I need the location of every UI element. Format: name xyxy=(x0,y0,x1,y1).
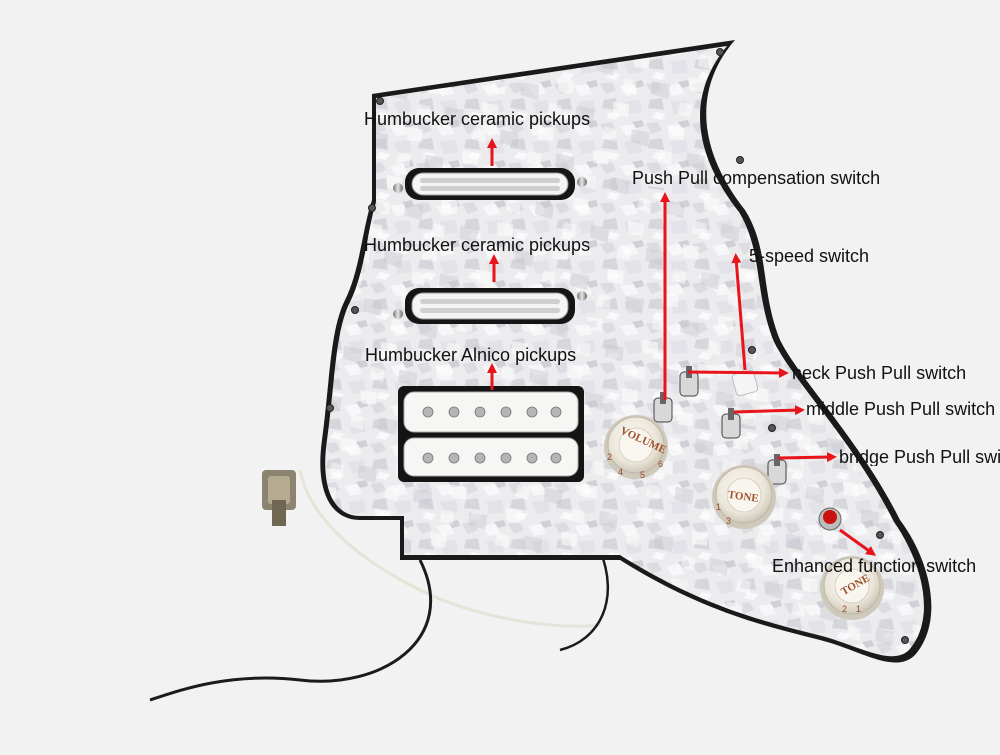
label-neck-pickup: Humbucker ceramic pickups xyxy=(364,109,591,129)
svg-text:6: 6 xyxy=(658,459,663,469)
svg-text:2: 2 xyxy=(607,452,612,462)
middle-humbucker-pickup xyxy=(393,288,587,324)
volume-knob: VOLUME 2 4 5 6 xyxy=(604,415,668,480)
svg-text:2: 2 xyxy=(842,604,847,614)
white-wire xyxy=(298,469,601,628)
label-bridge-pickup-prefix: Humbucker xyxy=(365,345,462,365)
bridge-toggle xyxy=(767,454,787,485)
mounting-screws xyxy=(326,48,909,644)
svg-text:TONE: TONE xyxy=(727,489,759,505)
svg-text:1: 1 xyxy=(856,604,861,614)
label-bridge-pickup-bold: Alnico pickups xyxy=(461,345,577,365)
tone-knob: TONE 1 3 xyxy=(712,465,776,529)
push-pull-toggles xyxy=(653,366,787,485)
label-compensation-switch: Push Pull compensation switch xyxy=(632,168,881,188)
arrow-five-speed-switch xyxy=(731,253,747,371)
label-bridge-push-pull-clip: bridge Push Pull switch xyxy=(839,448,1000,466)
black-wire-2 xyxy=(559,549,610,652)
arrow-bridge-push-pull xyxy=(777,452,837,463)
label-bridge-pickup: Humbucker Alnico pickups xyxy=(365,346,576,364)
enhanced-push-button xyxy=(818,507,842,531)
annotation-arrows xyxy=(487,138,877,556)
output-jack xyxy=(262,470,296,526)
label-neck-push-pull: neck Push Pull switch xyxy=(792,363,967,383)
arrow-enhanced-switch xyxy=(839,528,877,556)
svg-text:5: 5 xyxy=(640,470,645,480)
bridge-humbucker-pickup xyxy=(398,386,584,482)
arrow-middle-push-pull xyxy=(733,405,805,416)
neck-humbucker-pickup xyxy=(393,168,587,200)
label-enhanced-switch: Enhanced function switch xyxy=(772,556,977,576)
svg-text:1: 1 xyxy=(716,502,721,512)
svg-text:3: 3 xyxy=(726,516,731,526)
arrow-neck-push-pull xyxy=(687,367,789,378)
middle-toggle xyxy=(721,408,741,439)
compensation-toggle xyxy=(653,392,673,423)
label-middle-push-pull-clip: middle Push Pull switch xyxy=(806,400,1000,418)
svg-text:4: 4 xyxy=(618,467,623,477)
label-five-speed-switch: 5-speed switch xyxy=(749,246,870,266)
label-middle-pickup: Humbucker ceramic pickups xyxy=(364,235,591,255)
label-middle-push-pull: middle Push Pull switch xyxy=(806,400,996,418)
label-bridge-push-pull: bridge Push Pull switch xyxy=(839,448,1000,466)
black-wire xyxy=(149,559,433,702)
tone2-knob: TONE 2 1 xyxy=(820,556,884,620)
